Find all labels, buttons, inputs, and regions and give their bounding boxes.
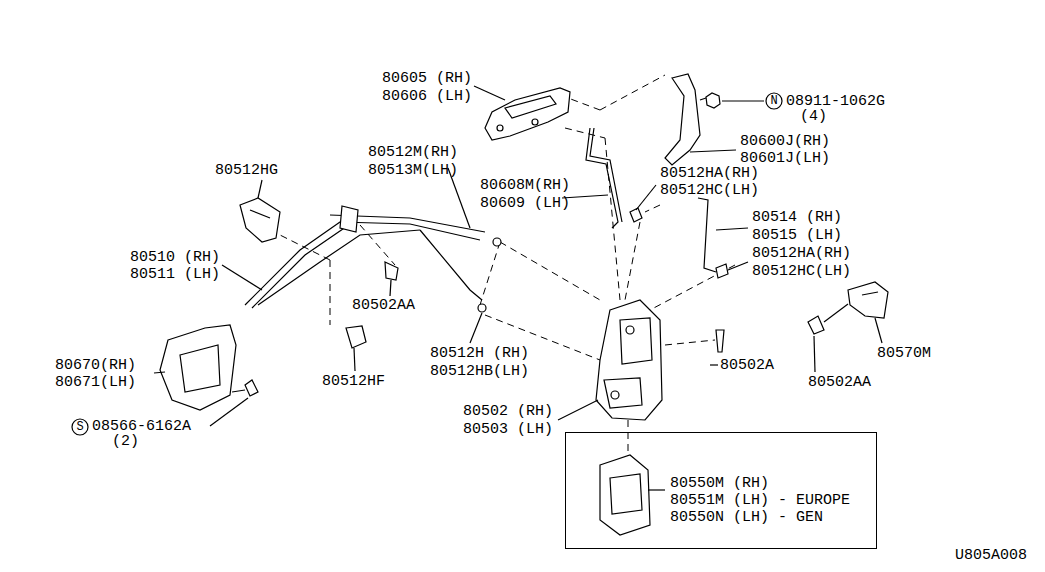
part-number: 80550N (LH) - GEN <box>670 510 823 525</box>
part-number: 80671(LH) <box>55 375 136 390</box>
part-number: 80502 (RH) <box>463 404 553 419</box>
part-number: 80515 (LH) <box>752 228 842 243</box>
part-number: 80502AA <box>808 375 871 390</box>
circled-symbol: S <box>72 419 88 435</box>
part-number: 80570M <box>877 346 931 361</box>
part-number: (2) <box>112 434 139 449</box>
part-number: U805A008 <box>955 548 1027 563</box>
part-number: 08911-1062G <box>786 94 885 109</box>
part-number: 80514 (RH) <box>752 210 842 225</box>
part-number: 80512HB(LH) <box>430 364 529 379</box>
variant-box: 80550M (RH) 80551M (LH) - EUROPE 80550N (L… <box>565 432 877 549</box>
part-number: 08566-6162A <box>92 419 191 434</box>
part-number: 80503 (LH) <box>463 422 553 437</box>
part-number: 80512HG <box>215 163 278 178</box>
part-number: 80608M(RH) <box>480 178 570 193</box>
part-number: 80510 (RH) <box>130 250 220 265</box>
part-number: 80511 (LH) <box>130 267 220 282</box>
part-number: (4) <box>800 109 827 124</box>
part-number: 80600J(RH) <box>740 134 830 149</box>
circled-symbol: N <box>766 93 782 109</box>
part-number: 80502AA <box>352 298 415 313</box>
part-number: 80550M (RH) <box>670 476 769 491</box>
part-number: 80606 (LH) <box>382 89 472 104</box>
part-number: 80502A <box>720 358 774 373</box>
part-number: 80601J(LH) <box>740 151 830 166</box>
part-number: 80512HC(LH) <box>660 183 759 198</box>
part-number: 80609 (LH) <box>480 196 570 211</box>
part-number: 80512HA(RH) <box>752 246 851 261</box>
part-number: 80512HF <box>322 374 385 389</box>
part-number: 80551M (LH) - EUROPE <box>670 493 850 508</box>
part-number: 80513M(LH) <box>368 163 458 178</box>
part-number: 80670(RH) <box>55 358 136 373</box>
part-number: 80512M(RH) <box>368 145 458 160</box>
part-number: 80512HC(LH) <box>752 264 851 279</box>
part-number: 80512HA(RH) <box>660 166 759 181</box>
part-number: 80512H (RH) <box>430 346 529 361</box>
part-number: 80605 (RH) <box>382 71 472 86</box>
